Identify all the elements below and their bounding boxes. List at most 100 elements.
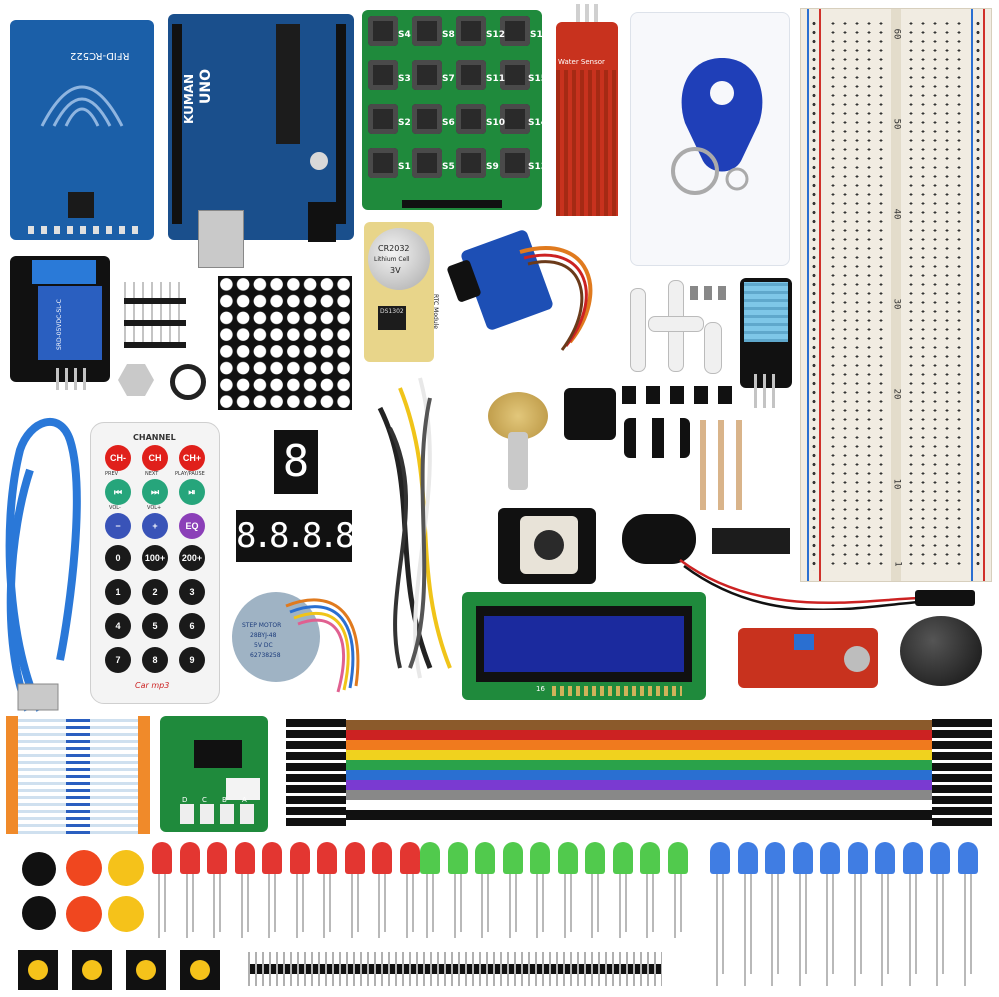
- led-leg: [350, 874, 353, 938]
- led-leg: [569, 874, 572, 932]
- ir-receivers: [624, 418, 690, 458]
- screws: [690, 286, 730, 300]
- coin-cell-voltage: 3V: [390, 266, 401, 275]
- dht-grille: [744, 282, 788, 342]
- remote-button[interactable]: 9: [179, 647, 205, 673]
- remote-button[interactable]: EQ: [179, 513, 205, 539]
- remote-button[interactable]: +: [142, 513, 168, 539]
- sound-sensor: [738, 628, 878, 688]
- led-leg: [411, 874, 414, 932]
- led: [557, 842, 578, 874]
- led-leg: [936, 874, 938, 986]
- led-leg: [563, 874, 566, 938]
- led: [207, 842, 227, 874]
- water-sensor-traces: [556, 70, 618, 216]
- remote-sub-label: PLAY/PAUSE: [175, 471, 205, 477]
- washer: [170, 364, 206, 400]
- remote-button[interactable]: CH+: [179, 445, 205, 471]
- remote-button[interactable]: 100+: [142, 545, 168, 571]
- driver-connector: [226, 778, 260, 800]
- key-label: S12: [486, 30, 506, 40]
- rtc-module: CR2032 Lithium Cell 3V DS1302 RTC Module: [364, 222, 439, 362]
- battery-clip: [622, 514, 696, 564]
- remote-button[interactable]: 2: [142, 579, 168, 605]
- led-leg: [804, 874, 807, 974]
- remote-button[interactable]: ⏭: [142, 479, 168, 505]
- led-leg: [749, 874, 752, 974]
- led-leg: [832, 874, 834, 974]
- relay-terminal: [32, 260, 96, 284]
- remote-button[interactable]: ⏯: [179, 479, 205, 505]
- led: [640, 842, 660, 874]
- led-leg: [185, 874, 188, 938]
- led: [957, 842, 978, 874]
- rfid-label: RFID-RC522: [70, 50, 130, 61]
- remote-button[interactable]: 0: [105, 545, 131, 571]
- driver-label: B: [222, 796, 227, 804]
- breadboard-number: 10: [891, 478, 902, 490]
- led-leg: [191, 874, 194, 932]
- relay-label: SRD-05VDC-SL-C: [56, 299, 63, 350]
- joystick-stick: [534, 530, 564, 560]
- led: [234, 842, 255, 874]
- led-leg: [646, 874, 648, 938]
- led-leg: [432, 874, 434, 932]
- led: [262, 842, 282, 874]
- remote-button[interactable]: 7: [105, 647, 131, 673]
- remote-button[interactable]: 8: [142, 647, 168, 673]
- relay-body: SRD-05VDC-SL-C: [38, 286, 102, 360]
- resistor-pack: [6, 716, 150, 834]
- rfid-key-fob-icon: [671, 58, 763, 195]
- led-leg: [908, 874, 911, 986]
- led-leg: [881, 874, 883, 986]
- led: [847, 842, 868, 874]
- remote-button[interactable]: 5: [142, 613, 168, 639]
- led: [475, 842, 495, 874]
- remote-button[interactable]: 200+: [179, 545, 205, 571]
- led: [179, 842, 200, 874]
- led-leg: [405, 874, 408, 938]
- servo-horn-accessory: [630, 288, 646, 372]
- breadboard-holes: [827, 19, 887, 571]
- led: [447, 842, 468, 874]
- remote-button[interactable]: 4: [105, 613, 131, 639]
- led: [152, 842, 172, 874]
- remote-button[interactable]: 1: [105, 579, 131, 605]
- uno-capacitor: [310, 152, 328, 170]
- rtc-chip-label: DS1302: [380, 308, 404, 315]
- buzzer: [22, 896, 56, 930]
- lcd-screen: [484, 616, 684, 672]
- led-leg: [597, 874, 599, 932]
- servo-horn-accessory: [648, 316, 704, 332]
- remote-button[interactable]: CH: [142, 445, 168, 471]
- servo-cable: [519, 246, 593, 351]
- led: [820, 842, 840, 874]
- button-cap-red: [66, 850, 102, 886]
- remote-button[interactable]: 3: [179, 579, 205, 605]
- led-leg: [618, 874, 621, 938]
- led-leg: [673, 874, 676, 938]
- remote-button[interactable]: CH-: [105, 445, 131, 471]
- breadboard: 60 50 40 30 20 10 1: [800, 8, 992, 582]
- led: [344, 842, 365, 874]
- led-leg: [963, 874, 966, 986]
- joystick-module: [498, 508, 596, 584]
- buzzer: [22, 852, 56, 886]
- dht-sensor: [740, 278, 792, 408]
- breadboard-rail-holes: [810, 19, 818, 571]
- key-label: S11: [486, 74, 506, 84]
- key-label: S1: [398, 162, 411, 172]
- led-leg: [295, 874, 298, 938]
- coin-cell-label: CR2032: [378, 244, 410, 253]
- dht-pins: [754, 374, 778, 408]
- key-label: S14: [528, 118, 548, 128]
- remote-button[interactable]: ⏮: [105, 479, 131, 505]
- uno-usb-port: [198, 210, 244, 268]
- key-label: S5: [442, 162, 455, 172]
- button-cap-yellow: [108, 896, 144, 932]
- led-leg: [453, 874, 456, 938]
- led: [710, 842, 730, 874]
- pin-header-strips: [124, 282, 186, 348]
- remote-button[interactable]: 6: [179, 613, 205, 639]
- remote-button[interactable]: −: [105, 513, 131, 539]
